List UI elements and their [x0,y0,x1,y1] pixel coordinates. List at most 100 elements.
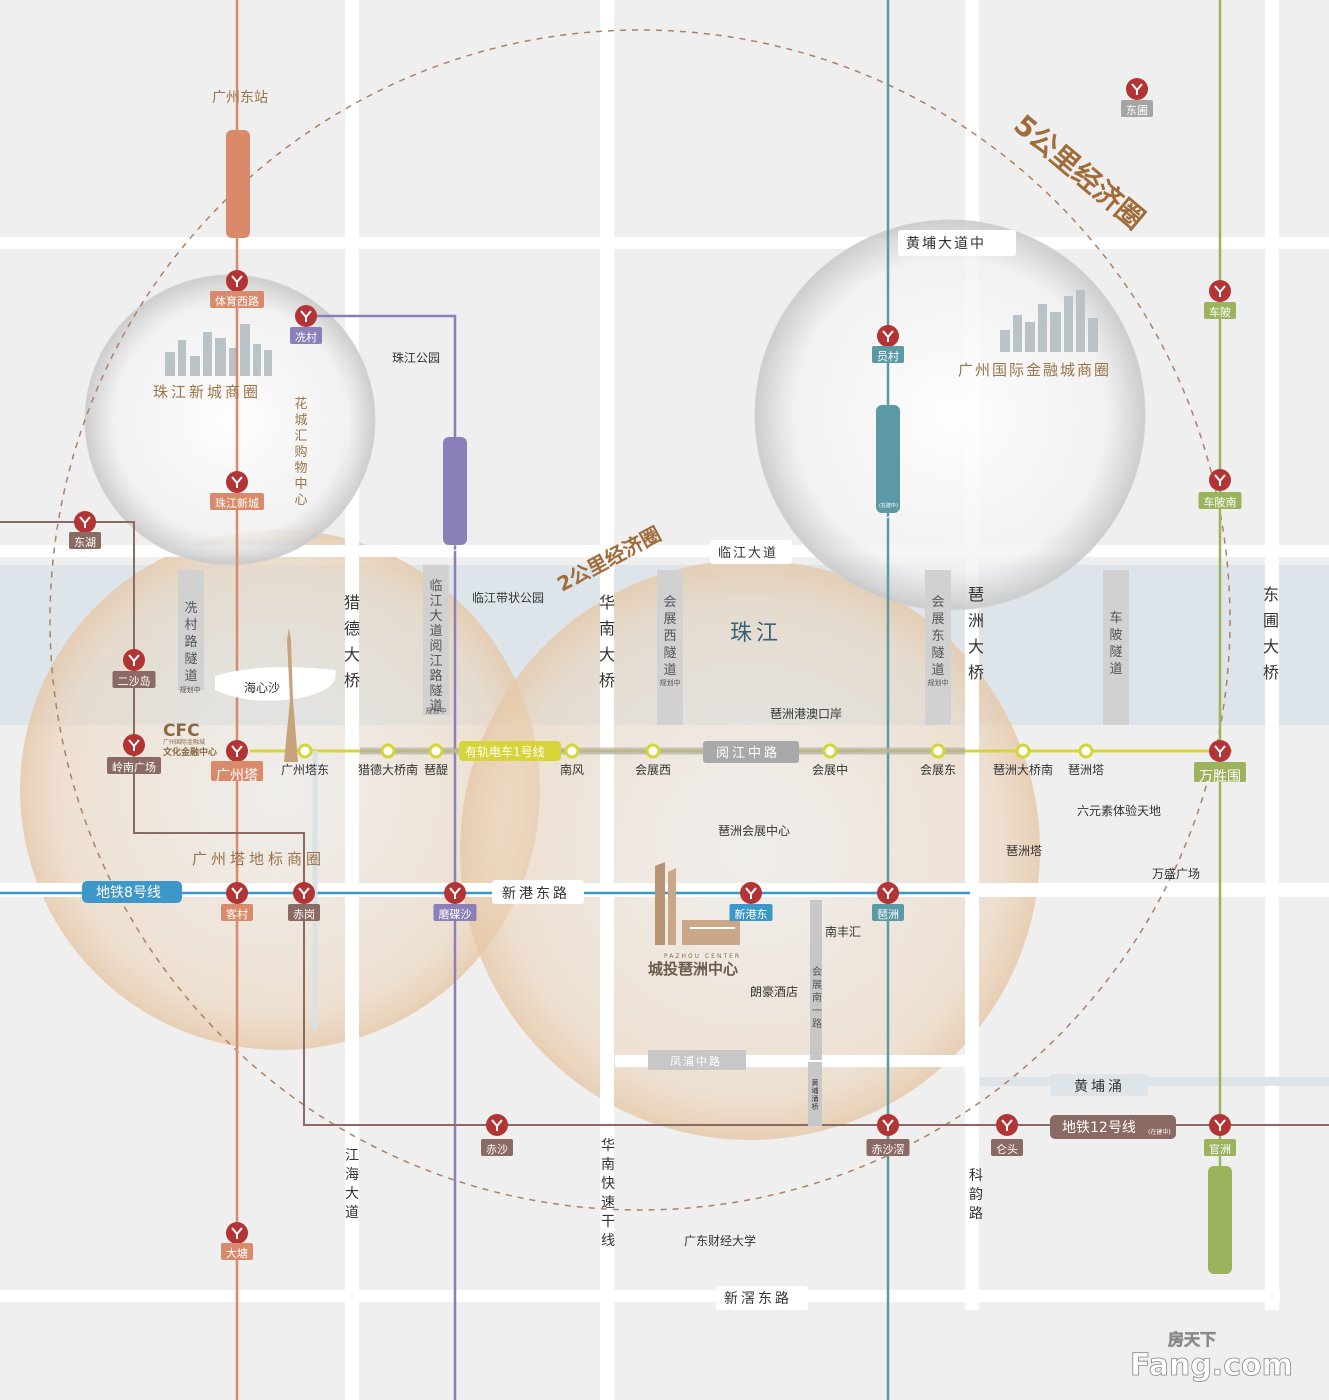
tram-stop-pazhoudaqiaonan[interactable]: 琶洲大桥南 [993,743,1053,777]
station-wanshengwei[interactable]: 万胜围 [1194,739,1246,785]
tram-stop-huizhandong[interactable]: 会展东 [920,743,956,777]
station-ershadao[interactable]: 二沙岛 [112,648,156,688]
metro-station-icon [225,881,249,905]
district-canton-tower: 广州塔地标商圈 [192,850,325,868]
tunnel-xiancun-label: 冼村路隧道 [184,601,197,684]
tram-pill [459,741,561,761]
station-chebeinan[interactable]: 车陂南 [1198,468,1242,509]
station-chigang[interactable]: 赤岗 [288,881,320,921]
station-dongpu[interactable]: 东圃 [1121,77,1153,117]
station-chebei[interactable]: 车陂 [1204,279,1236,319]
road-huizhannan [810,900,822,1060]
metro-station-icon [122,648,146,672]
haixinsha-island [215,667,336,701]
ring-5km-label: 5公里经济圈 [1008,108,1151,236]
station-chisha[interactable]: 赤沙 [481,1113,513,1156]
metro-station-icon [225,739,249,763]
tram-stop-huizhanxi[interactable]: 会展西 [635,743,671,777]
poi-zhujiang-park: 珠江公园 [392,351,440,365]
tunnel-planned-note: 规划中 [180,685,201,694]
station-label-bg [112,671,156,688]
poi-cfc: CFC [163,721,200,741]
road-huangpuyong-bridge [808,1062,822,1126]
tram-stop-pazhouta[interactable]: 琶洲塔 [1068,743,1104,777]
station-label-bg [1204,1139,1236,1156]
metro-station-icon [225,470,249,494]
tunnel-planned-note: 规划中 [660,678,681,687]
station-cangtou[interactable]: 仑头 [991,1113,1023,1156]
district-financial: 广州国际金融城商圈 [958,361,1111,379]
station-guanzhou[interactable]: 官洲 [1204,1113,1236,1156]
station-lingnan[interactable]: 岭南广场 [107,733,161,774]
project-name: 城投琶洲中心 [648,960,738,978]
station-label: 赤岗 [293,908,315,921]
tram-stop-nanfeng[interactable]: 南风 [560,743,584,777]
station-label-bg [991,1139,1023,1156]
road-xinzhou: 新滘东路 [724,1291,792,1307]
metro12-line [0,521,1329,1126]
road-yuejiang: 阅江中路 [716,745,780,761]
tram-stop-huizhanzhong[interactable]: 会展中 [812,743,848,777]
canton-tower-icon [284,628,298,762]
station-yuancun[interactable]: 员村 [872,324,904,363]
metro-station-icon [73,510,97,534]
station-zhujiangxincheng[interactable]: 珠江新城 [210,470,264,510]
station-label: 二沙岛 [118,674,151,688]
station-label-bg [866,1139,910,1156]
station-pazhou[interactable]: 琶洲 [872,881,904,921]
station-kecun[interactable]: 客村 [221,881,253,921]
metro12-pill [1050,1115,1176,1139]
station-chishayong[interactable]: 赤沙滘 [866,1113,910,1156]
station-label: 新港东 [735,907,768,921]
station-label-bg [1194,762,1246,782]
station-label-bg [481,1139,513,1156]
road-label-bg [703,741,799,763]
tram-label: 有轨电车1号线 [465,744,545,759]
station-guangzhouta[interactable]: 广州塔 [211,739,263,784]
station-xingangdong[interactable]: 新港东 [729,881,773,921]
road-label-bg [716,1286,808,1310]
tram-stop-liedenan[interactable]: 猎德大桥南 [358,743,418,777]
metro-station-icon [1125,77,1149,101]
metro-station-icon [1208,468,1232,492]
metro11-note: (在建中) [879,502,898,509]
tram-stop-guangzhoutadong[interactable]: 广州塔东 [281,743,329,777]
tram-stop-pazui[interactable]: 琶醍 [424,743,448,777]
metro-station-icon [876,881,900,905]
road-label-bg [898,230,1016,256]
station-label: 员村 [877,349,899,363]
metro-station-icon [292,881,316,905]
station-label-bg [872,346,904,363]
poi-pazhou-expo: 琶洲会展中心 [718,823,790,838]
poi-linjiang-park: 临江带状公园 [472,591,544,605]
station-xiancun[interactable]: 冼村 [290,304,322,344]
station-label: 官洲 [1209,1142,1231,1156]
station-label: 冼村 [295,330,317,344]
tunnel-huizhan-west-label: 会展西隧道 [663,595,676,678]
road-label-bg [1050,1074,1148,1096]
station-tiyuxilu[interactable]: 体育西路 [210,269,264,308]
metro-station-icon [995,1113,1019,1137]
tunnel-huizhan-east [925,570,951,725]
pazhou-circle [460,560,1040,1140]
tunnel-huizhan-east-label: 会展东隧道 [931,595,944,678]
station-label: 磨碟沙 [439,908,472,921]
station-label-bg [211,761,263,781]
station-donghu[interactable]: 东湖 [69,510,101,549]
poi-gz-east-station: 广州东站 [212,90,268,106]
station-label: 东湖 [74,536,96,549]
road-dongpu-bridge: 东圃大桥 [1263,585,1279,682]
station-label: 赤沙滘 [872,1143,905,1156]
metro-station-icon [122,733,146,757]
tunnel-huizhan-west [657,570,683,725]
road-label-bg [492,880,584,904]
financial-city-circle [754,219,1146,611]
station-label: 万胜围 [1199,769,1241,785]
station-modiesha[interactable]: 磨碟沙 [433,881,477,921]
poi-pazhou-tower: 琶洲塔 [1006,844,1042,858]
station-label: 体育西路 [215,294,259,308]
tram-stop-icon [297,743,313,759]
station-label-bg [433,904,477,921]
station-label: 赤沙 [486,1143,508,1156]
station-datang[interactable]: 大塘 [221,1221,253,1260]
